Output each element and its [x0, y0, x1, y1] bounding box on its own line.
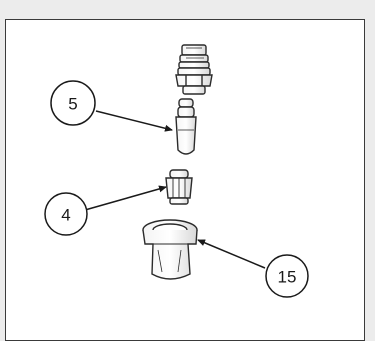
- callout-label-5: 5: [68, 95, 77, 114]
- threaded-connector-part: [175, 44, 213, 95]
- callout-circle: [50, 80, 96, 126]
- callout-15: 15: [265, 254, 309, 298]
- callout-label-4: 4: [61, 206, 70, 225]
- leader-arrow-4: [84, 185, 167, 211]
- stem-tube-part: [175, 98, 197, 155]
- cap-housing-part: [142, 219, 198, 280]
- callout-label-15: 15: [278, 268, 297, 287]
- callout-5: 5: [50, 80, 96, 126]
- leader-arrow-5: [95, 110, 173, 132]
- callout-4: 4: [44, 192, 88, 236]
- callout-circle: [44, 192, 88, 236]
- leader-arrow-15: [197, 239, 266, 269]
- leader-lines: [84, 110, 266, 269]
- nozzle-insert-part: [165, 169, 193, 205]
- callout-circle: [265, 254, 309, 298]
